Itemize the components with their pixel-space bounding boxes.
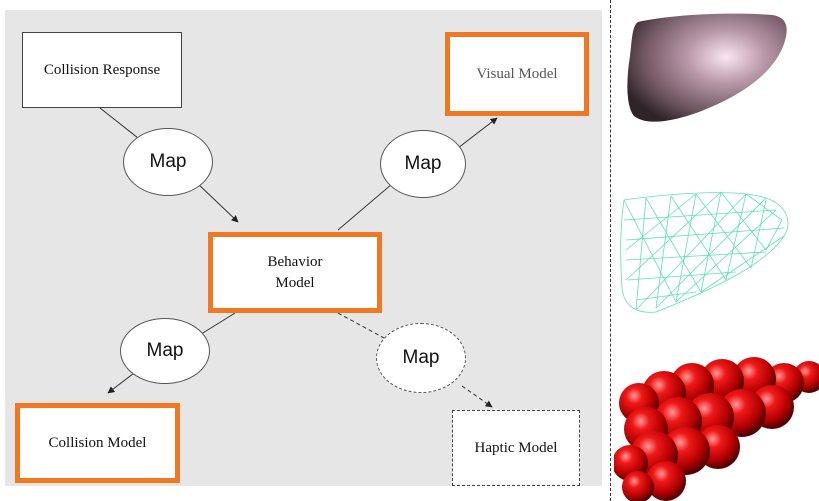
behavior-model-box: Behavior Model	[208, 232, 382, 313]
edge-behavior-to-map-dashed	[337, 312, 385, 339]
collision-model-box: Collision Model	[15, 403, 180, 483]
edge-behavior-to-map-lower	[197, 312, 236, 337]
map-node-bottom-left: Map	[120, 318, 210, 384]
wireframe-mesh-image	[620, 191, 789, 313]
edge-response-to-map	[99, 107, 139, 139]
shaded-surface-image	[627, 13, 787, 122]
edge-map-to-visual	[457, 117, 498, 149]
sphere-collision-model-image	[614, 357, 819, 501]
haptic-model-box: Haptic Model	[452, 410, 580, 486]
map-node-top-right: Map	[380, 130, 466, 198]
edge-map-to-behavior	[195, 181, 239, 223]
edge-behavior-to-map	[337, 183, 393, 231]
map-node-top-left: Map	[123, 128, 213, 196]
map-node-bottom-right: Map	[376, 323, 466, 393]
dashed-separator	[610, 0, 611, 501]
visual-model-box: Visual Model	[445, 32, 589, 116]
collision-response-box: Collision Response	[22, 32, 182, 108]
edge-map-to-haptic	[461, 385, 493, 408]
